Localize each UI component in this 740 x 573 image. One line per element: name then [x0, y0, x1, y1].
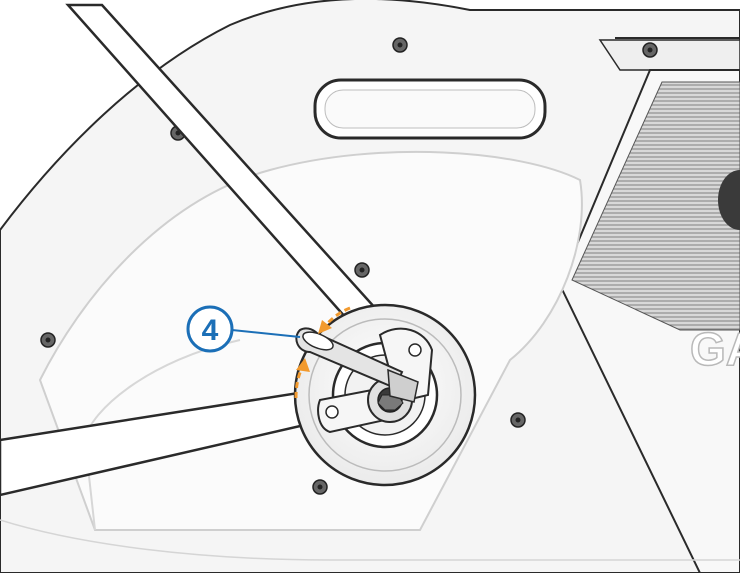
- vent-grille: [571, 81, 740, 331]
- screw-icon: [642, 42, 658, 58]
- screw-icon: [510, 412, 526, 428]
- housing-top-plate: [598, 39, 740, 71]
- upper-clamp-pin: [408, 343, 422, 357]
- screw-icon: [354, 262, 370, 278]
- callout-badge: 4: [186, 305, 234, 353]
- rotation-arrow-icon: [318, 306, 351, 334]
- screw-icon: [392, 37, 408, 53]
- screw-icon: [40, 332, 56, 348]
- housing-bottom-curve: [0, 519, 740, 561]
- callout-leader-line: [231, 329, 301, 338]
- callout-number: 4: [202, 314, 219, 347]
- screw-icon: [312, 479, 328, 495]
- vent-dark-spot: [718, 170, 740, 230]
- rotation-arrow-icon: [294, 358, 310, 399]
- handle-slot-inner: [324, 89, 536, 129]
- wrench-tool: [295, 327, 419, 403]
- lower-clamp-pin: [325, 405, 339, 419]
- brand-logo-text: GA: [690, 323, 740, 375]
